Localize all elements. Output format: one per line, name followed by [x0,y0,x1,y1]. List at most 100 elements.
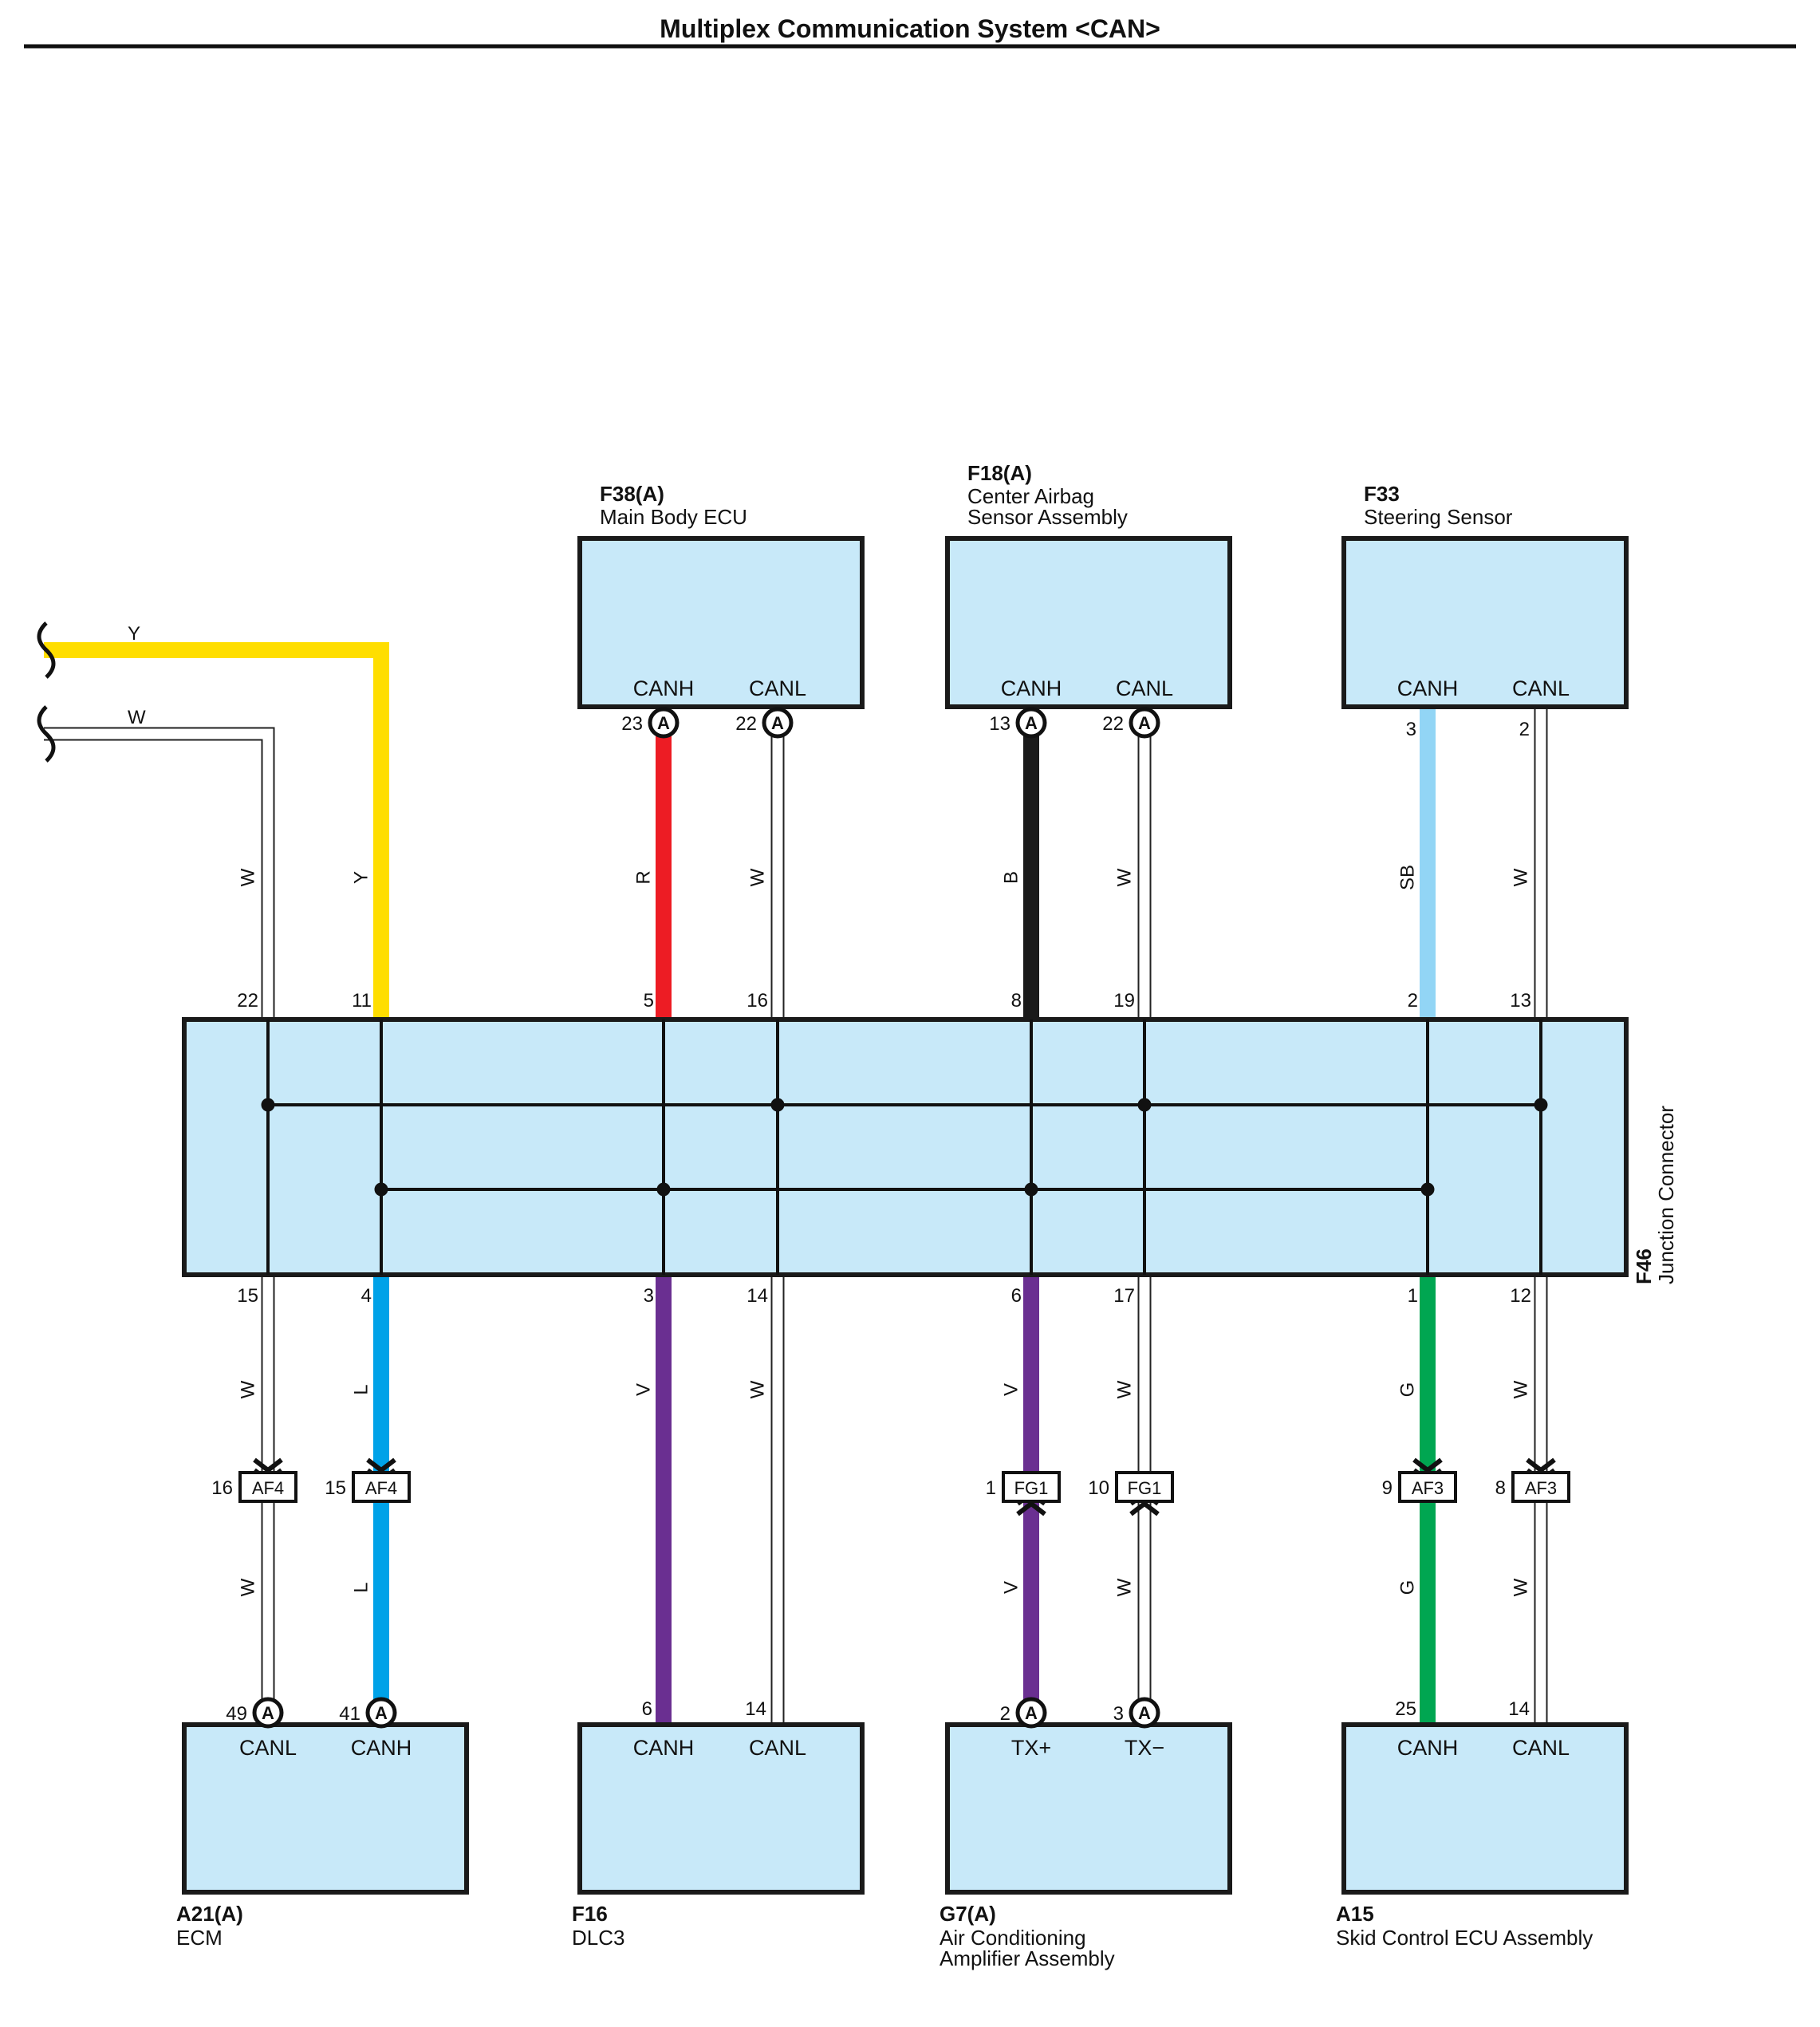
jc-pin-8: 8 [1011,990,1022,1012]
pin-label-f33-0: CANH [1397,676,1459,700]
pin-num-f18-1: 22 [1102,713,1124,735]
component-name-a21: ECM [176,1926,223,1950]
wire-code-upper-a21-0: W [237,1380,258,1398]
component-name-a15: Skid Control ECU Assembly [1336,1926,1593,1950]
splice-dot-icon [261,1098,275,1112]
pin-num-g7-1: 3 [1113,1703,1124,1725]
wire-code-upper-g7-1: W [1113,1380,1135,1398]
circle-a-icon [1129,1697,1160,1729]
jc-pin-6: 6 [1011,1285,1022,1307]
mid-connector-fg1-10 [1115,1471,1174,1503]
pin-label-f38-0: CANH [633,676,695,700]
component-name-f16: DLC3 [572,1926,624,1950]
circle-a-icon-letter: A [262,1703,274,1723]
jc-pin-22: 22 [237,990,258,1012]
circle-a-icon-letter: A [771,713,784,733]
circle-a-icon [1015,707,1047,739]
pin-num-f16-0: 6 [642,1698,652,1720]
junction-layer [182,1017,1629,1277]
pin-label-a21-0: CANL [239,1736,297,1760]
component-code-f16: F16 [572,1902,608,1926]
circle-a-icon [1015,1697,1047,1729]
component-code-a15: A15 [1336,1902,1374,1926]
splice-dot-icon [374,1182,388,1197]
jc-pin-11: 11 [352,990,372,1012]
chevron-stroke [366,1457,396,1473]
wire-code-f16-0: V [632,1383,654,1396]
components-layer [182,536,1629,1895]
pin-num-a21-0: 49 [226,1703,247,1725]
pin-label-a15-0: CANH [1397,1736,1459,1760]
mid-connector-af4-15-code: AF4 [365,1478,397,1498]
wire-code-f18-1: W [1113,868,1135,886]
pin-num-f38-1: 22 [735,713,757,735]
circle-a-icon-letter: A [657,713,670,733]
circle-a-icon [252,1697,284,1729]
pin-num-f33-0: 3 [1406,719,1416,740]
wire-code-lower-g7-0: V [1000,1581,1022,1594]
wire-code-f33-0: SB [1397,865,1418,890]
junction-name: Junction Connector [1654,1106,1678,1284]
pin-label-f16-0: CANH [633,1736,695,1760]
wire-code-f18-0: B [1000,871,1022,884]
component-code-g7: G7(A) [940,1902,996,1926]
pin-num-f18-0: 13 [989,713,1010,735]
wire-code-upper-a15-0: G [1397,1382,1418,1398]
circle-a-icon-letter: A [1138,713,1151,733]
pin-num-f16-1: 14 [745,1698,766,1720]
splice-dot-icon [1534,1098,1548,1112]
pin-num-a15-1: 14 [1508,1698,1530,1720]
page-title: Multiplex Communication System <CAN> [660,14,1160,43]
wire-break-icon [37,621,56,679]
wire-code-lower-a15-1: W [1510,1578,1531,1596]
wire-code-left-w: W [237,868,258,886]
component-f16 [577,1722,865,1895]
chevron-stroke [1412,1457,1443,1473]
mid-connector-fg1-1-code: FG1 [1014,1478,1049,1498]
circle-a-icon [1129,707,1160,739]
wire-code-lower-g7-1: W [1113,1578,1135,1596]
circle-a-icon [365,1697,397,1729]
jc-pin-13: 13 [1510,990,1531,1012]
wire-code-upper-a21-1: L [350,1384,372,1394]
pin-label-f18-0: CANH [1001,676,1062,700]
pin-label-f33-1: CANL [1512,676,1570,700]
mid-connector-af3-8-pin: 8 [1495,1477,1506,1499]
pin-num-a15-0: 25 [1395,1698,1416,1720]
mid-connector-fg1-10-pin: 10 [1088,1477,1109,1499]
wire-left-y [44,642,389,1019]
mid-connector-af3-8-code: AF3 [1525,1478,1557,1498]
pin-label-g7-1: TX− [1125,1736,1164,1760]
mid-connector-af3-9-code: AF3 [1412,1478,1444,1498]
splice-dot-icon [770,1098,785,1112]
wire-label-w: W [128,707,146,728]
jc-pin-2: 2 [1408,990,1418,1012]
splice-dot-icon [1024,1182,1038,1197]
component-a15 [1341,1722,1629,1895]
pin-label-f16-1: CANL [749,1736,806,1760]
mid-connector-fg1-1-pin: 1 [986,1477,996,1499]
component-name-f18: Sensor Assembly [967,505,1128,529]
pin-num-f33-1: 2 [1519,719,1530,740]
junction-connector [182,1017,1629,1277]
component-f38 [577,536,865,709]
jc-pin-16: 16 [747,990,768,1012]
wire-left-w-outline [44,727,275,1019]
mid-connector-af3-9 [1398,1471,1457,1503]
chevron-stroke [1129,1501,1160,1516]
circle-a-icon-letter: A [1138,1703,1151,1723]
mid-connector-af4-16-pin: 16 [211,1477,233,1499]
component-g7 [945,1722,1232,1895]
pin-label-a15-1: CANL [1512,1736,1570,1760]
splice-dot-icon [656,1182,671,1197]
jc-pin-4: 4 [361,1285,372,1307]
mid-connector-fg1-1 [1002,1471,1061,1503]
component-code-f33: F33 [1364,482,1400,506]
component-code-a21: A21(A) [176,1902,243,1926]
labels-layer: Multiplex Communication System <CAN> YWW… [128,14,1678,1970]
wire-code-f38-1: W [747,868,768,886]
component-f33 [1341,536,1629,709]
chevron-stroke [1016,1501,1046,1516]
component-name-f38: Main Body ECU [600,505,747,529]
